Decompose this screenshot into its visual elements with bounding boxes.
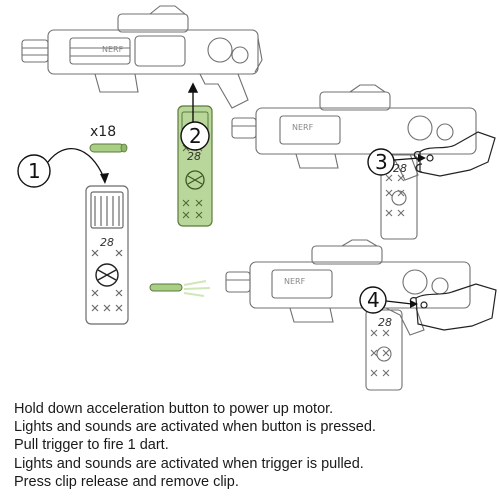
hand-illustration-middle [413,131,496,177]
clip-capacity-label: 28 [378,316,392,329]
blaster-illustration-middle: NERF [231,84,477,181]
instruction-line: Lights and sounds are activated when but… [14,419,376,436]
clip-illustration-middle [380,154,418,240]
callout-number: 1 [28,159,41,183]
blaster-illustration-top: NERF [21,5,263,109]
clip-capacity-label: 28 [393,162,407,175]
callout-3 [367,148,426,176]
brand-mark: NERF [284,277,306,286]
instruction-line: Lights and sounds are activated when tri… [14,455,364,472]
dart-icon [89,143,128,153]
clip-illustration-bottom [365,309,403,391]
callout-number: 3 [375,150,388,174]
brand-mark: NERF [102,45,124,54]
clip-capacity-label: 28 [187,150,201,163]
instruction-line: Pull trigger to fire 1 dart. [14,437,169,454]
blaster-illustration-bottom: NERF [225,239,471,336]
callout-number: 2 [189,124,202,148]
callout-4 [359,286,418,314]
instruction-illustration: NERF NERF 28 NE [17,5,497,391]
instruction-text: Hold down acceleration button to power u… [14,400,494,491]
instruction-line: Hold down acceleration button to power u… [14,401,334,417]
callout-2 [180,121,210,151]
dart-count-label: x18 [90,124,116,140]
callout-1 [17,147,109,188]
clip-capacity-label: 28 [100,236,114,249]
instruction-line: Press clip release and remove clip. [14,473,239,490]
callout-number: 4 [367,288,380,312]
flying-dart-icon [149,280,211,297]
clip-illustration-loading [85,185,129,325]
brand-mark: NERF [292,123,314,132]
